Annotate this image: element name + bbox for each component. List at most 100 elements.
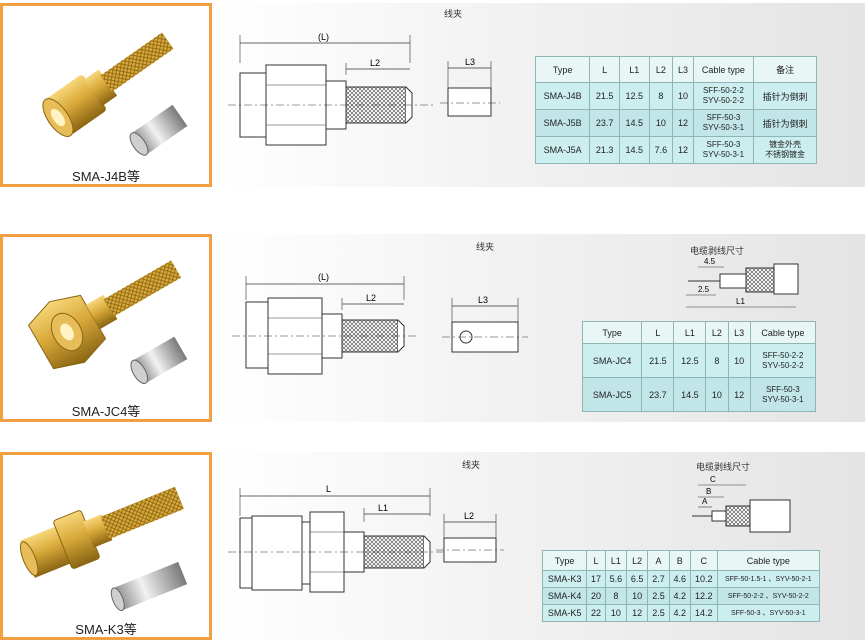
spec-panel-3: 线夹 L L1 L2 电缆剥线尺寸	[218, 452, 865, 640]
strip-dim-b: 2.5	[698, 285, 710, 294]
table-cell: 21.3	[589, 136, 620, 164]
dim-label-L1: L1	[378, 503, 388, 513]
table-cell: 8	[705, 343, 729, 378]
strip-dim-a: C	[710, 475, 716, 484]
connector-image	[42, 32, 188, 156]
clamp-label: 线夹	[444, 9, 463, 19]
remark: 不锈钢镀金	[765, 150, 806, 159]
table-cell: 2.5	[647, 604, 670, 622]
col-header: L3	[672, 56, 694, 83]
dim-label-L2: L2	[464, 511, 474, 521]
table-cell: 12	[672, 109, 694, 137]
cable-type: SFF-50-3	[706, 140, 741, 149]
connector-image	[19, 486, 188, 612]
table-cell: 22	[586, 604, 606, 622]
spec-table-1: Type L L1 L2 L3 Cable type 备注 SMA-J4B 21…	[534, 56, 817, 164]
table-cell: 10	[626, 587, 649, 605]
table-cell: SFF-50-2-2 、SYV-50-2-2	[716, 587, 821, 605]
table-cell: 10	[604, 604, 628, 622]
table-cell: 10	[648, 109, 674, 137]
cable-type: SFF-50-2-2	[762, 350, 804, 360]
clamp-label: 线夹	[462, 460, 481, 470]
table-cell: 10	[672, 82, 694, 110]
table-cell: SMA-J4B	[534, 82, 591, 110]
strip-dim-c: L1	[736, 297, 745, 306]
table-cell: 12.5	[673, 343, 707, 378]
product-photo-3: SMA-K3等	[0, 452, 212, 640]
spec-panel-2: 线夹 (L) L2 L3 电缆剥线尺寸	[218, 234, 865, 422]
col-header: L1	[673, 321, 707, 344]
table-cell: 14.2	[689, 604, 718, 622]
dim-label-L: L	[326, 484, 331, 494]
dimension-drawing-1: (L) L2 L3	[228, 32, 500, 146]
col-header: Type	[581, 321, 643, 344]
cable-type: SFF-50-3	[706, 113, 741, 122]
product-caption: SMA-J4B等	[72, 169, 140, 184]
cable-type: SYV-50-3-1	[702, 150, 745, 159]
col-header: Cable type	[692, 56, 755, 83]
dimension-drawing-2: (L) L2 L3	[232, 272, 528, 375]
table-cell: 2.5	[647, 587, 670, 605]
col-header: Cable type	[716, 550, 821, 571]
dim-label-L2: L2	[366, 293, 376, 303]
table-cell: 21.5	[589, 82, 620, 110]
product-section-1: SMA-J4B等 线夹 (L) L2 L3	[0, 0, 865, 190]
col-header: B	[668, 550, 691, 571]
table-cell: SMA-K4	[541, 587, 588, 605]
table-row: SMA-K4 20 8 10 2.5 4.2 12.2 SFF-50-2-2 、…	[541, 587, 821, 605]
product-photo-2: SMA-JC4等	[0, 234, 212, 422]
col-header: L2	[648, 56, 674, 83]
strip-dim-b: B	[706, 487, 711, 496]
table-cell: 14.5	[618, 109, 650, 137]
cable-type: SFF-50-3	[765, 384, 800, 394]
table-cell: 12.2	[689, 587, 718, 605]
table-cell: 2.7	[647, 570, 670, 588]
col-header: L	[586, 550, 606, 571]
col-header: L	[641, 321, 675, 344]
spec-panel-1: 线夹 (L) L2 L3	[218, 3, 865, 187]
table-cell: 17	[586, 570, 606, 588]
table-cell: 12	[672, 136, 694, 164]
table-cell: 10.2	[689, 570, 718, 588]
dim-label-L: (L)	[318, 272, 329, 282]
col-header: L1	[604, 550, 628, 571]
product-section-3: SMA-K3等 线夹 L L1 L2	[0, 450, 865, 642]
table-cell: SMA-K3	[541, 570, 588, 588]
strip-dim-c: A	[702, 497, 708, 506]
table-cell: 8	[604, 587, 628, 605]
col-header: L	[589, 56, 620, 83]
product-caption: SMA-K3等	[75, 622, 137, 637]
table-cell: 4.2	[668, 604, 691, 622]
spec-table-3: Type L L1 L2 A B C Cable type SMA-K3 17 …	[541, 550, 821, 622]
product-caption: SMA-JC4等	[71, 404, 141, 419]
col-header: 备注	[753, 56, 817, 83]
strip-diagram-3: C B A	[692, 475, 791, 533]
table-cell: 12	[626, 604, 649, 622]
col-header: Type	[541, 550, 588, 571]
cable-type: SYV-50-3-1	[702, 123, 745, 132]
table-row: SMA-K3 17 5.6 6.5 2.7 4.6 10.2 SFF-50-1.…	[541, 570, 821, 588]
strip-label: 电缆剥线尺寸	[696, 462, 751, 472]
table-cell: SMA-J5B	[534, 109, 591, 137]
strip-diagram-2: 4.5 2.5 L1	[686, 257, 799, 308]
table-cell: 插针为倒刺	[753, 82, 817, 110]
cable-type: SFF-50-2-2	[702, 86, 744, 95]
col-header: L2	[705, 321, 729, 344]
col-header: L1	[618, 56, 650, 83]
table-cell: 5.6	[604, 570, 628, 588]
dim-label-L2: L2	[370, 58, 380, 68]
table-cell: 14.5	[618, 136, 650, 164]
table-cell: SMA-JC5	[581, 377, 643, 412]
table-cell: 8	[648, 82, 674, 110]
product-photo-1: SMA-J4B等	[0, 3, 212, 187]
dim-label-L: (L)	[318, 32, 329, 42]
table-cell: SMA-JC4	[581, 343, 643, 378]
remark: 镀金外壳	[769, 140, 802, 149]
table-cell: 镀金外壳不锈钢镀金	[753, 136, 817, 164]
